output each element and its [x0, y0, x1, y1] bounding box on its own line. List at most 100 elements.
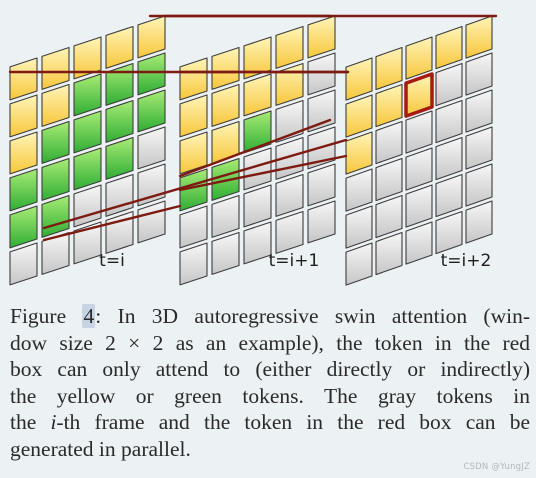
window-line-diag-a: [42, 138, 348, 230]
token-gray: [307, 163, 336, 207]
token-yellow: [211, 46, 240, 90]
frame-0: [9, 15, 166, 286]
token-yellow: [73, 36, 102, 80]
token-yellow: [41, 83, 70, 127]
token-gray: [243, 184, 272, 228]
caption-line-4: the yellow or green tokens. The gray tok…: [10, 383, 530, 408]
token-green: [9, 168, 38, 212]
token-gray: [345, 205, 373, 249]
token-gray: [435, 136, 463, 181]
token-yellow: [275, 62, 304, 106]
token-yellow: [9, 131, 38, 175]
token-gray: [243, 147, 272, 191]
caption-line-2: dow size 2 × 2 as an example), the token…: [10, 330, 530, 355]
frame-label-t-i: t=i: [99, 251, 125, 271]
token-yellow: [179, 57, 208, 101]
token-gray: [275, 210, 304, 254]
token-yellow: [179, 94, 208, 138]
token-yellow: [243, 36, 272, 80]
token-green: [105, 136, 134, 180]
token-yellow: [435, 25, 463, 70]
token-gray: [9, 242, 38, 286]
token-yellow: [243, 73, 272, 117]
token-green: [41, 194, 70, 238]
frames-layer: [9, 15, 493, 286]
token-gray: [73, 221, 102, 265]
token-green: [105, 99, 134, 143]
window-lines: [8, 14, 498, 242]
caption-line-1: Figure 4: In 3D autoregressive swin atte…: [10, 303, 530, 330]
token-gray: [435, 173, 463, 218]
frame-label-t-i-plus-2: t=i+2: [441, 251, 492, 271]
caption-italic-i: i: [50, 410, 57, 435]
token-yellow: [465, 15, 493, 59]
token-gray: [375, 231, 403, 276]
token-yellow: [211, 83, 240, 127]
frame-label-t-i-plus-1: t=i+1: [269, 251, 320, 271]
token-gray: [137, 126, 166, 170]
figure-caption: Figure 4: In 3D autoregressive swin atte…: [10, 303, 530, 463]
caption-line-5: the i-th frame and the token in the red …: [10, 409, 530, 436]
token-gray: [465, 163, 493, 207]
caption-line-6: generated in parallel.: [10, 436, 191, 461]
red-box-token: [404, 72, 434, 118]
token-yellow: [137, 15, 166, 59]
token-green: [41, 120, 70, 164]
token-green: [137, 89, 166, 133]
token-gray: [375, 120, 403, 165]
token-gray: [375, 194, 403, 239]
token-green: [179, 168, 208, 212]
caption-line-3: box can only attend to (either directly …: [10, 357, 530, 382]
token-gray: [435, 210, 463, 255]
token-yellow: [345, 94, 373, 138]
token-gray: [137, 200, 166, 244]
caption-line-1-text: : In 3D autoregressive swin attention (w…: [95, 304, 531, 328]
caption-figure-prefix: Figure: [10, 304, 83, 328]
token-yellow: [345, 57, 373, 101]
token-gray: [211, 231, 240, 275]
token-gray: [179, 205, 208, 249]
window-line-diag-d: [178, 118, 332, 178]
caption-line-5-prefix: the: [10, 410, 51, 435]
token-yellow: [307, 15, 336, 59]
token-yellow: [405, 36, 433, 80]
token-yellow: [211, 120, 240, 164]
figure-number-link[interactable]: 4: [82, 304, 96, 328]
window-line-diag-c: [42, 204, 182, 242]
token-gray: [179, 242, 208, 286]
token-gray: [105, 173, 134, 217]
token-gray: [345, 168, 373, 212]
token-green: [73, 147, 102, 191]
csdn-watermark: CSDN @YungJZ: [463, 462, 530, 472]
token-gray: [465, 89, 493, 133]
token-yellow: [275, 25, 304, 69]
token-yellow: [41, 46, 70, 90]
caption-line-5-text: -th frame and the token in the red box c…: [56, 410, 530, 435]
token-gray: [405, 184, 433, 228]
token-gray: [275, 173, 304, 217]
token-green: [73, 73, 102, 117]
token-gray: [465, 52, 493, 96]
frame-2: [345, 15, 493, 286]
token-gray: [73, 184, 102, 228]
token-yellow: [375, 46, 403, 91]
token-gray: [345, 242, 373, 286]
token-gray: [307, 200, 336, 244]
token-yellow: [9, 57, 38, 101]
token-gray: [405, 110, 433, 154]
token-gray: [465, 200, 493, 244]
token-green: [137, 52, 166, 96]
token-yellow: [375, 83, 403, 128]
window-line-diag-b: [178, 154, 348, 192]
frame-labels: t=i t=i+1 t=i+2: [99, 251, 491, 271]
token-gray: [211, 194, 240, 238]
token-green: [9, 205, 38, 249]
token-gray: [243, 221, 272, 265]
token-gray: [405, 221, 433, 265]
frame-1: [179, 15, 336, 286]
token-gray: [435, 62, 463, 107]
token-green: [105, 62, 134, 106]
token-green: [243, 110, 272, 154]
token-yellow: [9, 94, 38, 138]
token-yellow: [105, 25, 134, 69]
